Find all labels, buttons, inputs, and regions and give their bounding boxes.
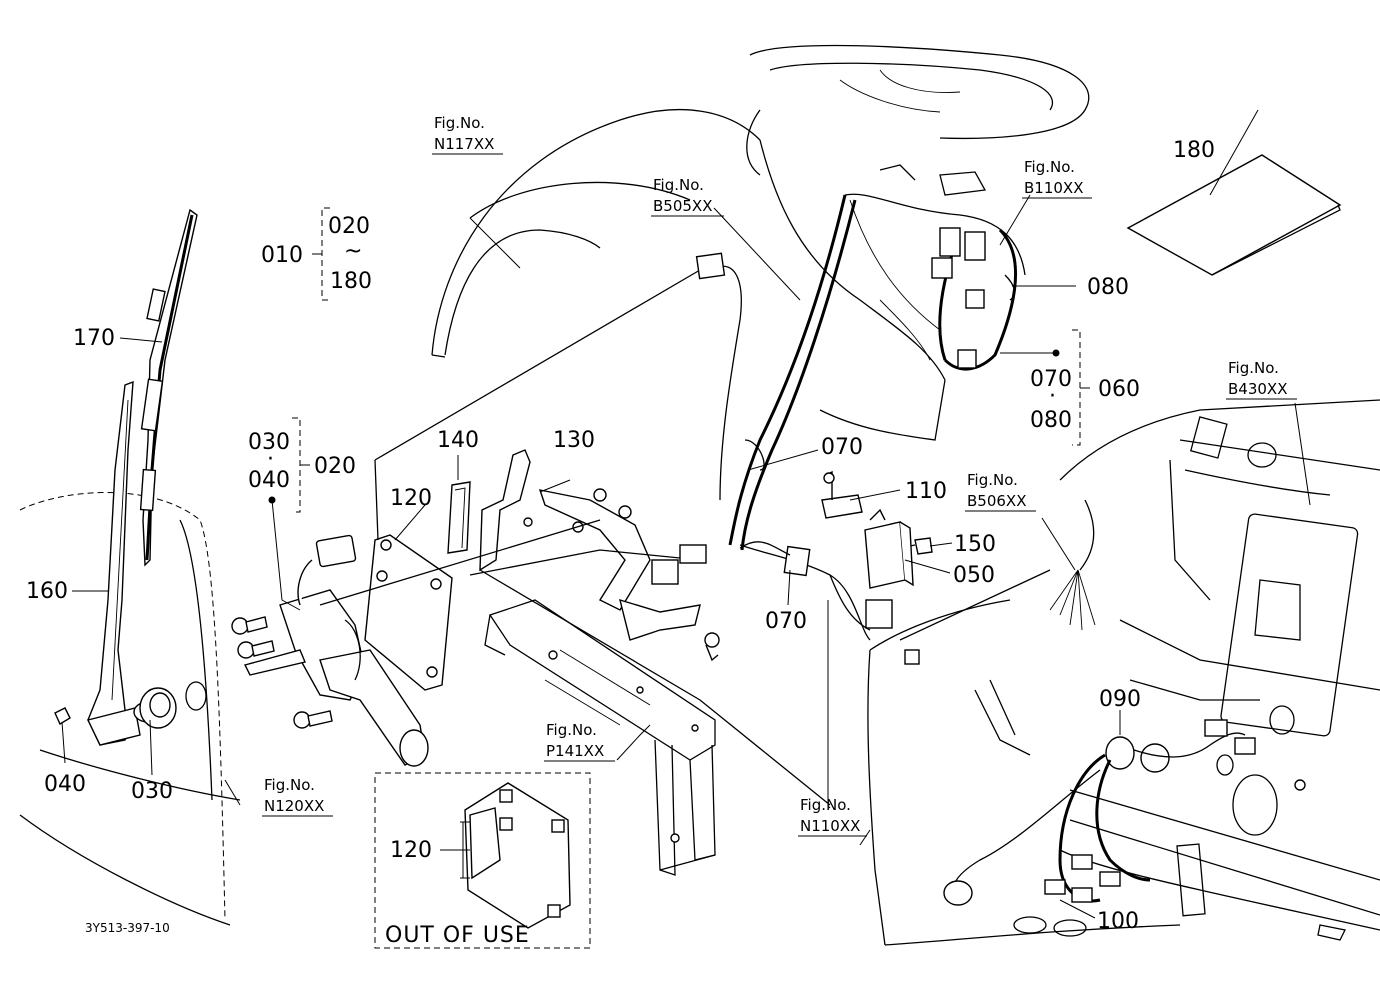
figure-ref-b505[interactable]: Fig.No. B505XX: [651, 176, 724, 217]
range-to: 180: [330, 269, 372, 294]
group-060-ref: 060: [1098, 377, 1140, 402]
part-label-040: 040: [44, 772, 86, 797]
relays-080: [879, 164, 1016, 369]
frame-plate-drawing: [319, 269, 831, 876]
part-label-070-upper: 070: [821, 435, 863, 460]
wire-harness-070: [651, 193, 1026, 641]
part-label-160: 160: [26, 579, 68, 604]
group-020-dot: ·: [267, 447, 274, 472]
fig-code: B430XX: [1228, 380, 1287, 398]
pad-140: [447, 481, 471, 554]
fig-label: Fig.No.: [800, 796, 851, 814]
part-label-140: 140: [437, 428, 479, 453]
part-label-100: 100: [1097, 909, 1139, 934]
fig-code: N110XX: [800, 817, 860, 835]
fig-code: P141XX: [546, 742, 604, 760]
figure-ref-b110[interactable]: Fig.No. B110XX: [1022, 158, 1092, 199]
fig-label: Fig.No.: [653, 176, 704, 194]
dash-panel-drawing: [431, 109, 946, 441]
windshield-drawing: [19, 492, 241, 926]
bracket-plate-120: [364, 534, 453, 691]
group-020-item-030: 030: [248, 430, 290, 455]
part-label-090: 090: [1099, 687, 1141, 712]
fig-code: B110XX: [1024, 179, 1083, 197]
leader-lines: [61, 109, 1311, 919]
flasher-unit-050: [864, 508, 914, 589]
brace-020: [292, 417, 310, 513]
figure-ref-n110[interactable]: Fig.No. N110XX: [798, 796, 867, 837]
mounting-bracket-130: [479, 449, 720, 662]
out-of-use-label: OUT OF USE: [385, 923, 530, 948]
fig-label: Fig.No.: [1024, 158, 1075, 176]
group-020: 030 · 040 020: [248, 430, 356, 493]
part-label-130: 130: [553, 428, 595, 453]
figure-ref-b506[interactable]: Fig.No. B506XX: [965, 471, 1036, 512]
part-label-120: 120: [390, 486, 432, 511]
wire-bundle-b506: [899, 499, 1306, 791]
part-label-030: 030: [131, 779, 173, 804]
range-group-010: 010 020 ~ 180: [261, 214, 372, 294]
group-060-item-080: 080: [1030, 408, 1072, 433]
fig-label: Fig.No.: [967, 471, 1018, 489]
group-060: 070 · 080 060: [1030, 367, 1140, 433]
part-label-070-lower: 070: [765, 609, 807, 634]
bracket-110: [821, 470, 863, 519]
out-of-use-part-label: 120: [390, 838, 432, 863]
part-label-050: 050: [953, 563, 995, 588]
wiper-motor-assembly: [231, 534, 429, 767]
part-label-110: 110: [905, 479, 947, 504]
group-020-item-040: 040: [248, 468, 290, 493]
fig-code: N117XX: [434, 135, 494, 153]
part-labels: 170 160 040 030 120 140 130 080 070 070 …: [26, 138, 1215, 934]
wiper-blade-170: [139, 208, 198, 567]
fig-code: B506XX: [967, 492, 1026, 510]
fig-label: Fig.No.: [546, 721, 597, 739]
brace-060: [1072, 329, 1090, 446]
range-tilde: ~: [344, 239, 362, 264]
figure-ref-b430[interactable]: Fig.No. B430XX: [1226, 359, 1297, 400]
out-of-use-box: OUT OF USE 120: [374, 772, 591, 949]
steering-wheel-drawing: [746, 44, 1090, 176]
drawing-code: 3Y513-397-10: [85, 921, 170, 935]
harness-100: [943, 679, 1151, 906]
part-label-180: 180: [1173, 138, 1215, 163]
range-from: 020: [328, 214, 370, 239]
cab-body-drawing: [867, 399, 1380, 946]
figure-ref-n117[interactable]: Fig.No. N117XX: [432, 114, 503, 155]
part-label-170: 170: [73, 326, 115, 351]
figure-ref-p141[interactable]: Fig.No. P141XX: [544, 721, 615, 762]
fig-label: Fig.No.: [264, 776, 315, 794]
grommet-030: [133, 681, 207, 729]
nut-040: [54, 707, 71, 726]
part-label-080: 080: [1087, 275, 1129, 300]
fig-label: Fig.No.: [434, 114, 485, 132]
manual-sheet-180: [1126, 154, 1342, 276]
grommet-090: [1105, 719, 1256, 773]
part-label-150: 150: [954, 532, 996, 557]
range-ref: 010: [261, 243, 303, 268]
fig-code: N120XX: [264, 797, 324, 815]
wiper-arm-160: [86, 380, 141, 746]
fig-label: Fig.No.: [1228, 359, 1279, 377]
brace-010: [312, 207, 330, 301]
fig-code: B505XX: [653, 197, 712, 215]
group-020-ref: 020: [314, 454, 356, 479]
group-060-dot: ·: [1049, 384, 1056, 409]
figure-ref-n120[interactable]: Fig.No. N120XX: [262, 776, 333, 817]
group-060-item-070: 070: [1030, 367, 1072, 392]
bolt-150: [904, 537, 933, 555]
